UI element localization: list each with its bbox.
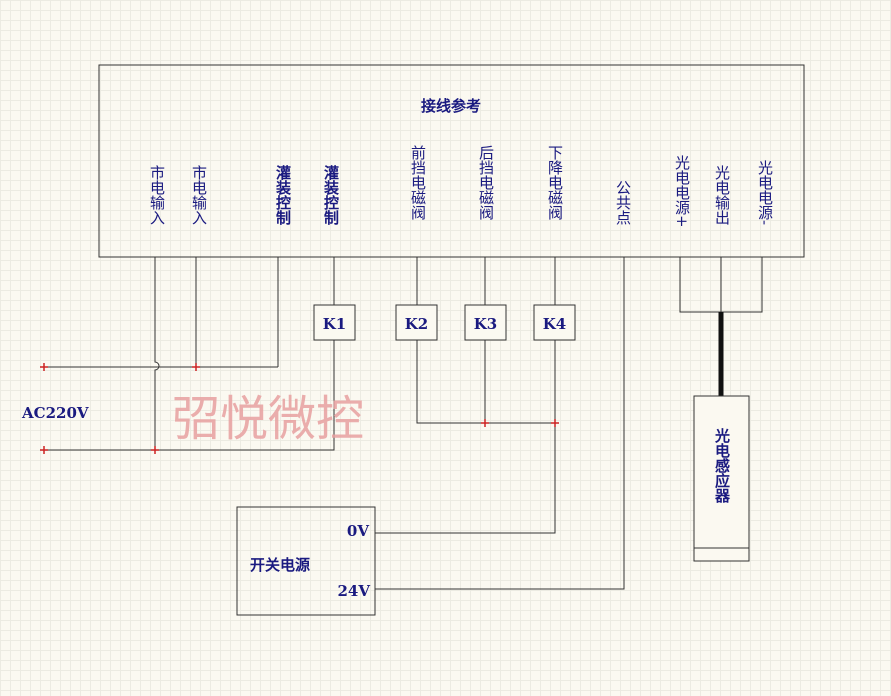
- relay-k1-label: K1: [323, 315, 346, 333]
- terminal-label-common: 公共点: [614, 180, 632, 225]
- relay-k2-label: K2: [405, 315, 428, 333]
- node-ac-bottom-terminal: [40, 446, 48, 454]
- terminal-label-front-valve: 前挡电磁阀: [409, 145, 427, 221]
- power-supply-0v-label: 0V: [347, 522, 369, 540]
- node-mains-top: [192, 363, 200, 371]
- terminal-label-sensor-output: 光电输出: [713, 165, 731, 225]
- relay-k3: K3: [464, 304, 507, 341]
- ac-voltage-label: AC220V: [21, 404, 89, 422]
- relay-k2: K2: [395, 304, 438, 341]
- connection-nodes: [40, 363, 559, 454]
- relay-k4-label: K4: [543, 315, 566, 333]
- terminal-label-rear-valve: 后挡电磁阀: [477, 145, 495, 221]
- terminal-label-sensor-power-plus: 光电电源+: [673, 155, 691, 228]
- sensor-label: 光电感应器: [713, 427, 731, 504]
- photoelectric-sensor: 光电感应器: [693, 395, 750, 562]
- terminal-label-down-valve: 下降电磁阀: [546, 145, 564, 221]
- node-valve-common-k3: [481, 419, 489, 427]
- switching-power-supply: 开关电源 0V 24V: [236, 506, 376, 616]
- terminal-label-mains-in-2: 市电输入: [190, 165, 208, 225]
- diagram-title: 接线参考: [421, 97, 481, 115]
- relay-k1: K1: [313, 304, 356, 341]
- relay-k3-label: K3: [474, 315, 497, 333]
- terminal-label-mains-in-1: 市电输入: [148, 165, 166, 225]
- node-ac-top-terminal: [40, 363, 48, 371]
- watermark: 弨悦微控: [172, 391, 364, 447]
- controller-box: [98, 64, 805, 258]
- terminal-label-fill-ctrl-1: 灌装控制: [274, 164, 292, 226]
- terminal-label-fill-ctrl-2: 灌装控制: [322, 164, 340, 226]
- node-mains-bottom: [151, 446, 159, 454]
- power-supply-24v-label: 24V: [337, 582, 370, 600]
- relay-k4: K4: [533, 304, 576, 341]
- terminal-label-sensor-power-minus: 光电电源-: [756, 160, 774, 225]
- node-valve-common-k4: [551, 419, 559, 427]
- power-supply-label: 开关电源: [250, 556, 310, 574]
